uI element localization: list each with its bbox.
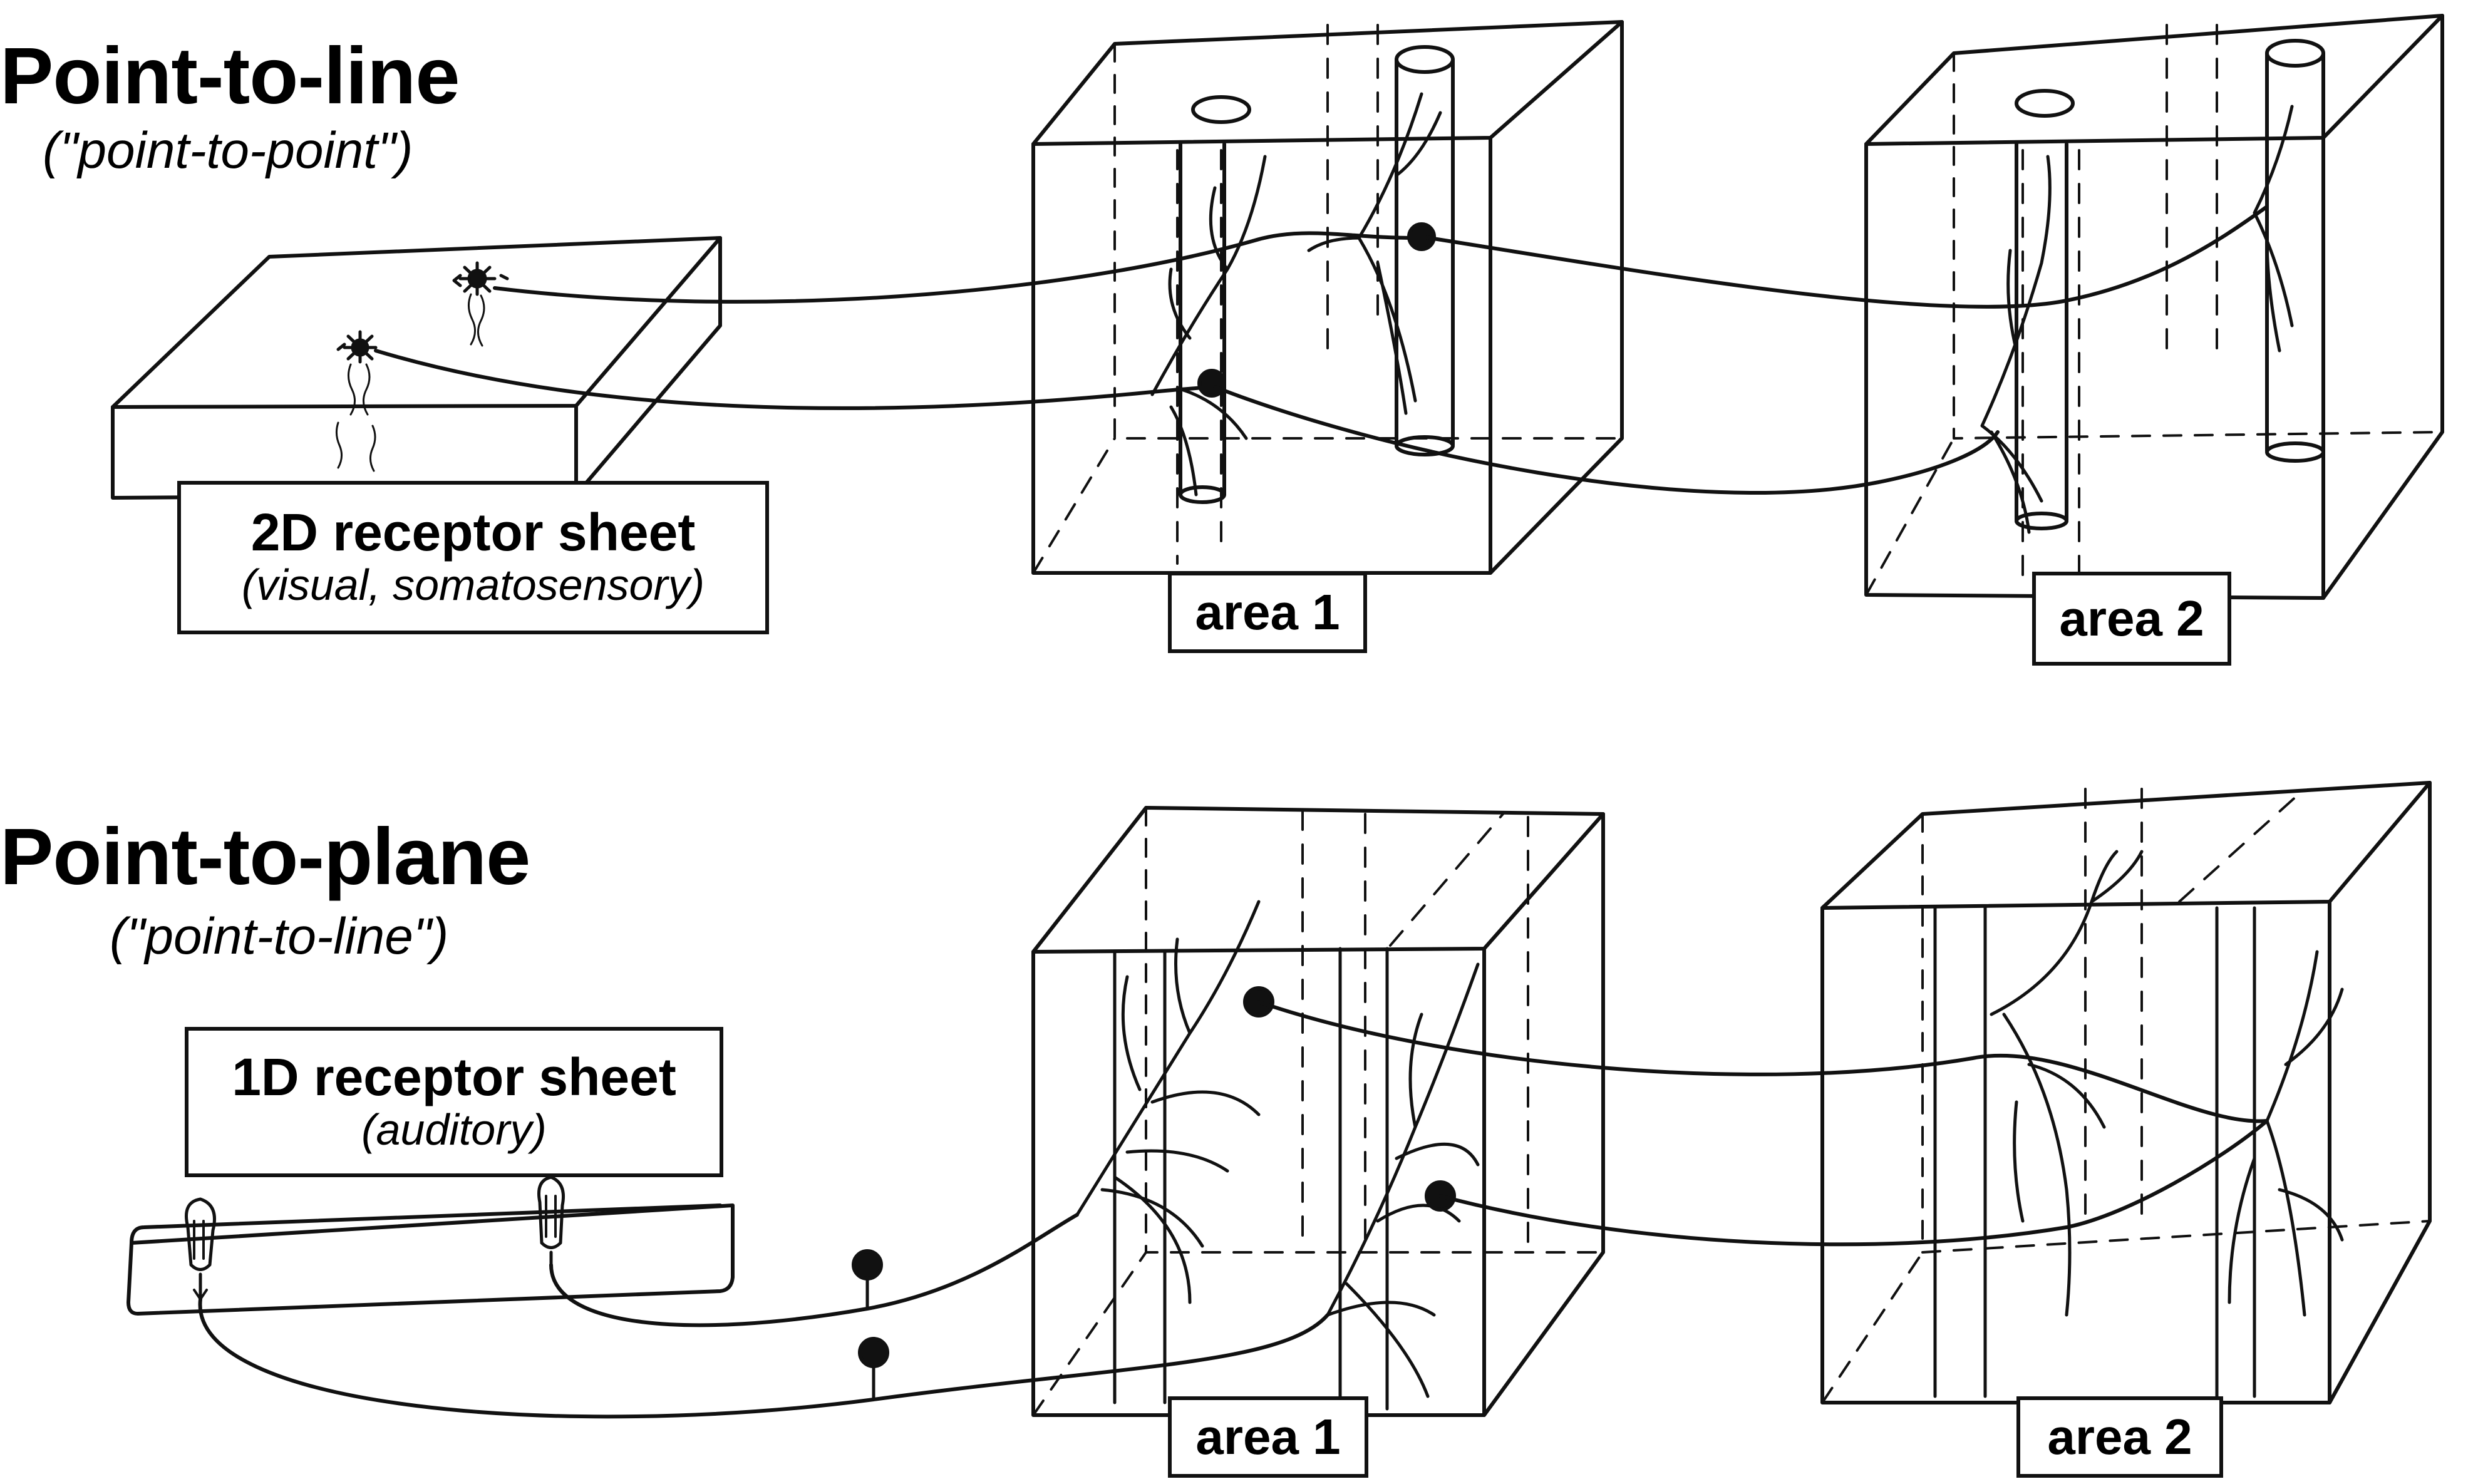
receptor-sheet-1d	[126, 1175, 735, 1316]
top-area2-label: area 2	[2032, 572, 2231, 666]
receptor-cell-1	[185, 1197, 216, 1301]
bottom-area2-text: area 2	[2047, 1409, 2192, 1465]
axons-bottom	[198, 986, 2269, 1419]
receptor-sheet-1d-title: 1D receptor sheet	[232, 1047, 676, 1106]
receptor-sheet-2d-title: 2D receptor sheet	[250, 503, 696, 562]
bottom-area1-label: area 1	[1168, 1396, 1368, 1478]
receptor-neuron-top-2	[335, 330, 378, 472]
bottom-title: Point-to-plane	[0, 812, 530, 902]
cortex-block-bottom-area2	[1820, 781, 2432, 1404]
cortex-block-top-area1	[1031, 20, 1624, 575]
top-title: Point-to-line	[0, 31, 460, 121]
cortex-block-bottom-area1	[1031, 806, 1605, 1417]
axons-top	[374, 205, 2269, 495]
receptor-sheet-1d-note: (auditory)	[361, 1105, 547, 1154]
receptor-neuron-top-1	[452, 261, 509, 347]
bottom-area1-text: area 1	[1195, 1409, 1341, 1465]
receptor-sheet-2d	[111, 236, 722, 500]
ganglion-cells	[852, 1249, 889, 1401]
top-area1-text: area 1	[1195, 584, 1340, 640]
cortex-block-top-area2	[1864, 14, 2444, 600]
top-subtitle: ("point-to-point")	[43, 122, 413, 179]
top-area2-text: area 2	[2059, 590, 2204, 646]
receptor-cell-2	[537, 1175, 565, 1267]
top-area1-label: area 1	[1168, 572, 1367, 653]
bottom-area2-label: area 2	[2016, 1396, 2223, 1478]
receptor-sheet-2d-note: (visual, somatosensory)	[241, 560, 705, 610]
bottom-subtitle: ("point-to-line")	[110, 908, 449, 965]
receptor-sheet-1d-label: 1D receptor sheet (auditory)	[185, 1027, 723, 1177]
receptor-sheet-2d-label: 2D receptor sheet (visual, somatosensory…	[177, 481, 769, 634]
